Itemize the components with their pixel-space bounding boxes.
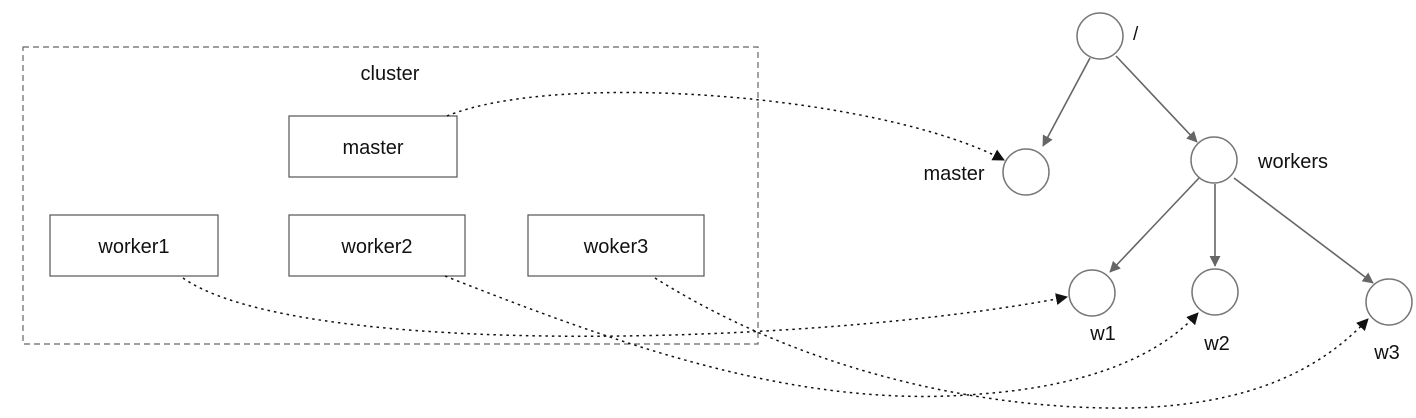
node-w3 bbox=[1365, 278, 1413, 326]
worker2-box: worker2 bbox=[288, 214, 466, 277]
arrow-worker1-to-w1 bbox=[182, 277, 1068, 337]
node-master bbox=[1002, 148, 1050, 196]
arrow-master-to-node-master bbox=[446, 91, 1005, 161]
node-workers-label: workers bbox=[1257, 151, 1328, 173]
node-w1 bbox=[1068, 269, 1116, 317]
edge-workers-w3 bbox=[1233, 177, 1374, 284]
tree-edges bbox=[1042, 55, 1374, 284]
node-w1-label: w1 bbox=[1089, 323, 1116, 345]
node-w2 bbox=[1191, 268, 1239, 316]
master-box-label: master bbox=[342, 137, 403, 159]
node-w2-label: w2 bbox=[1203, 333, 1230, 355]
worker3-box-label: woker3 bbox=[583, 236, 648, 258]
arrow-worker2-to-w2 bbox=[444, 275, 1199, 398]
worker2-box-label: worker2 bbox=[340, 236, 412, 258]
edge-workers-w1 bbox=[1109, 177, 1200, 273]
edge-root-master bbox=[1042, 57, 1091, 147]
worker1-box: worker1 bbox=[49, 214, 219, 277]
node-master-label: master bbox=[923, 163, 984, 185]
edge-root-workers bbox=[1115, 55, 1198, 143]
worker3-box: woker3 bbox=[527, 214, 705, 277]
master-box: master bbox=[288, 115, 458, 178]
node-w3-label: w3 bbox=[1373, 342, 1400, 364]
node-workers bbox=[1190, 136, 1238, 184]
cluster-container bbox=[22, 46, 759, 345]
arrow-worker3-to-w3 bbox=[654, 277, 1369, 409]
mapping-arrows bbox=[182, 91, 1369, 409]
cluster-title: cluster bbox=[361, 63, 420, 85]
node-root bbox=[1076, 12, 1124, 60]
tree-nodes bbox=[1002, 12, 1413, 326]
worker1-box-label: worker1 bbox=[97, 236, 169, 258]
node-root-label: / bbox=[1133, 24, 1139, 45]
